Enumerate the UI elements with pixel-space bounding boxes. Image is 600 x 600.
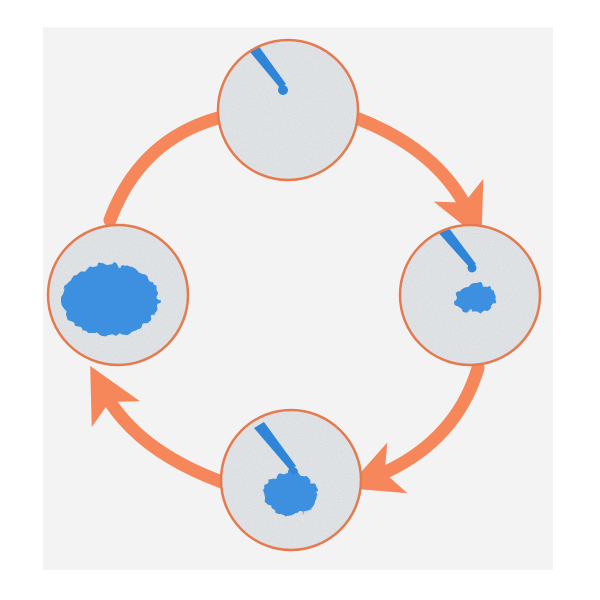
stage-top-circle	[216, 38, 360, 182]
liquid-droplet	[278, 85, 288, 95]
liquid-droplet	[467, 263, 477, 273]
arrow-bottom-to-left	[90, 365, 229, 489]
stage-right-circle	[398, 223, 542, 367]
arrow-left-to-top	[103, 111, 225, 227]
arrow-right-to-bottom	[346, 361, 485, 494]
arrow-top-to-right	[349, 111, 484, 240]
cycle-arrows	[90, 111, 485, 494]
liquid-spot-medium	[263, 473, 317, 515]
stage-left-circle	[46, 223, 190, 367]
dropper-tip	[436, 225, 476, 268]
liquid-spot-small	[456, 283, 496, 313]
dropper-tip	[254, 422, 296, 470]
liquid-spot-large	[62, 264, 158, 336]
stage-bottom-circle	[219, 408, 363, 552]
